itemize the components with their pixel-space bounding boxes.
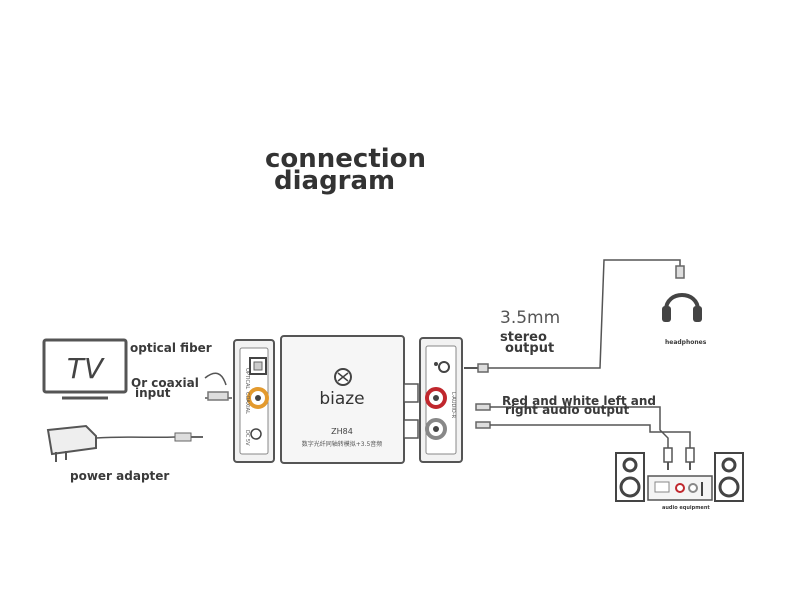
model-text: ZH84 bbox=[331, 427, 353, 436]
input-cables bbox=[204, 372, 232, 401]
headphones-icon bbox=[662, 293, 702, 322]
headphone-cable bbox=[464, 259, 685, 373]
coaxial-label-line1: Or coaxial bbox=[131, 376, 199, 390]
device-output-panel: L-AUDIO-R bbox=[419, 337, 463, 463]
mm-label: 3.5mm bbox=[500, 308, 561, 328]
headphones-label: headphones bbox=[665, 339, 707, 346]
power-adapter-label: power adapter bbox=[70, 469, 170, 483]
rca-label-line1: Red and white left and bbox=[502, 394, 656, 408]
audio-equipment-label: audio equipment bbox=[662, 505, 710, 511]
device-front: biaze ZH84 数字光纤同轴转模拟+3.5音频 bbox=[280, 335, 419, 464]
optical-fiber-label: optical fiber bbox=[130, 341, 212, 355]
port-optical-label: OPTICAL bbox=[244, 368, 250, 389]
left-speaker-icon bbox=[615, 452, 645, 502]
device-subtitle: 数字光纤同轴转模拟+3.5音频 bbox=[302, 440, 383, 448]
rca-cables bbox=[475, 403, 695, 470]
device-input-panel: OPTICAL COAXIAL DC 5V bbox=[233, 339, 275, 463]
right-speaker-icon bbox=[714, 452, 744, 502]
stereo-label-line2: output bbox=[505, 341, 555, 356]
tv-label: TV bbox=[67, 352, 105, 385]
port-coaxial-label: COAXIAL bbox=[244, 392, 250, 414]
title-line2: diagram bbox=[274, 166, 396, 196]
port-power-label: DC 5V bbox=[244, 430, 250, 446]
title-line1: connection bbox=[265, 144, 427, 174]
audio-equipment-icon bbox=[647, 475, 713, 501]
port-rl-label: L-AUDIO-R bbox=[450, 392, 456, 419]
power-adapter-icon bbox=[46, 424, 203, 462]
brand-text: biaze bbox=[319, 389, 364, 409]
stereo-label-line1: stereo bbox=[500, 330, 547, 345]
rca-label-line2: right audio output bbox=[505, 403, 630, 417]
tv-icon: TV bbox=[42, 338, 128, 400]
coaxial-label-line2: input bbox=[135, 386, 171, 400]
